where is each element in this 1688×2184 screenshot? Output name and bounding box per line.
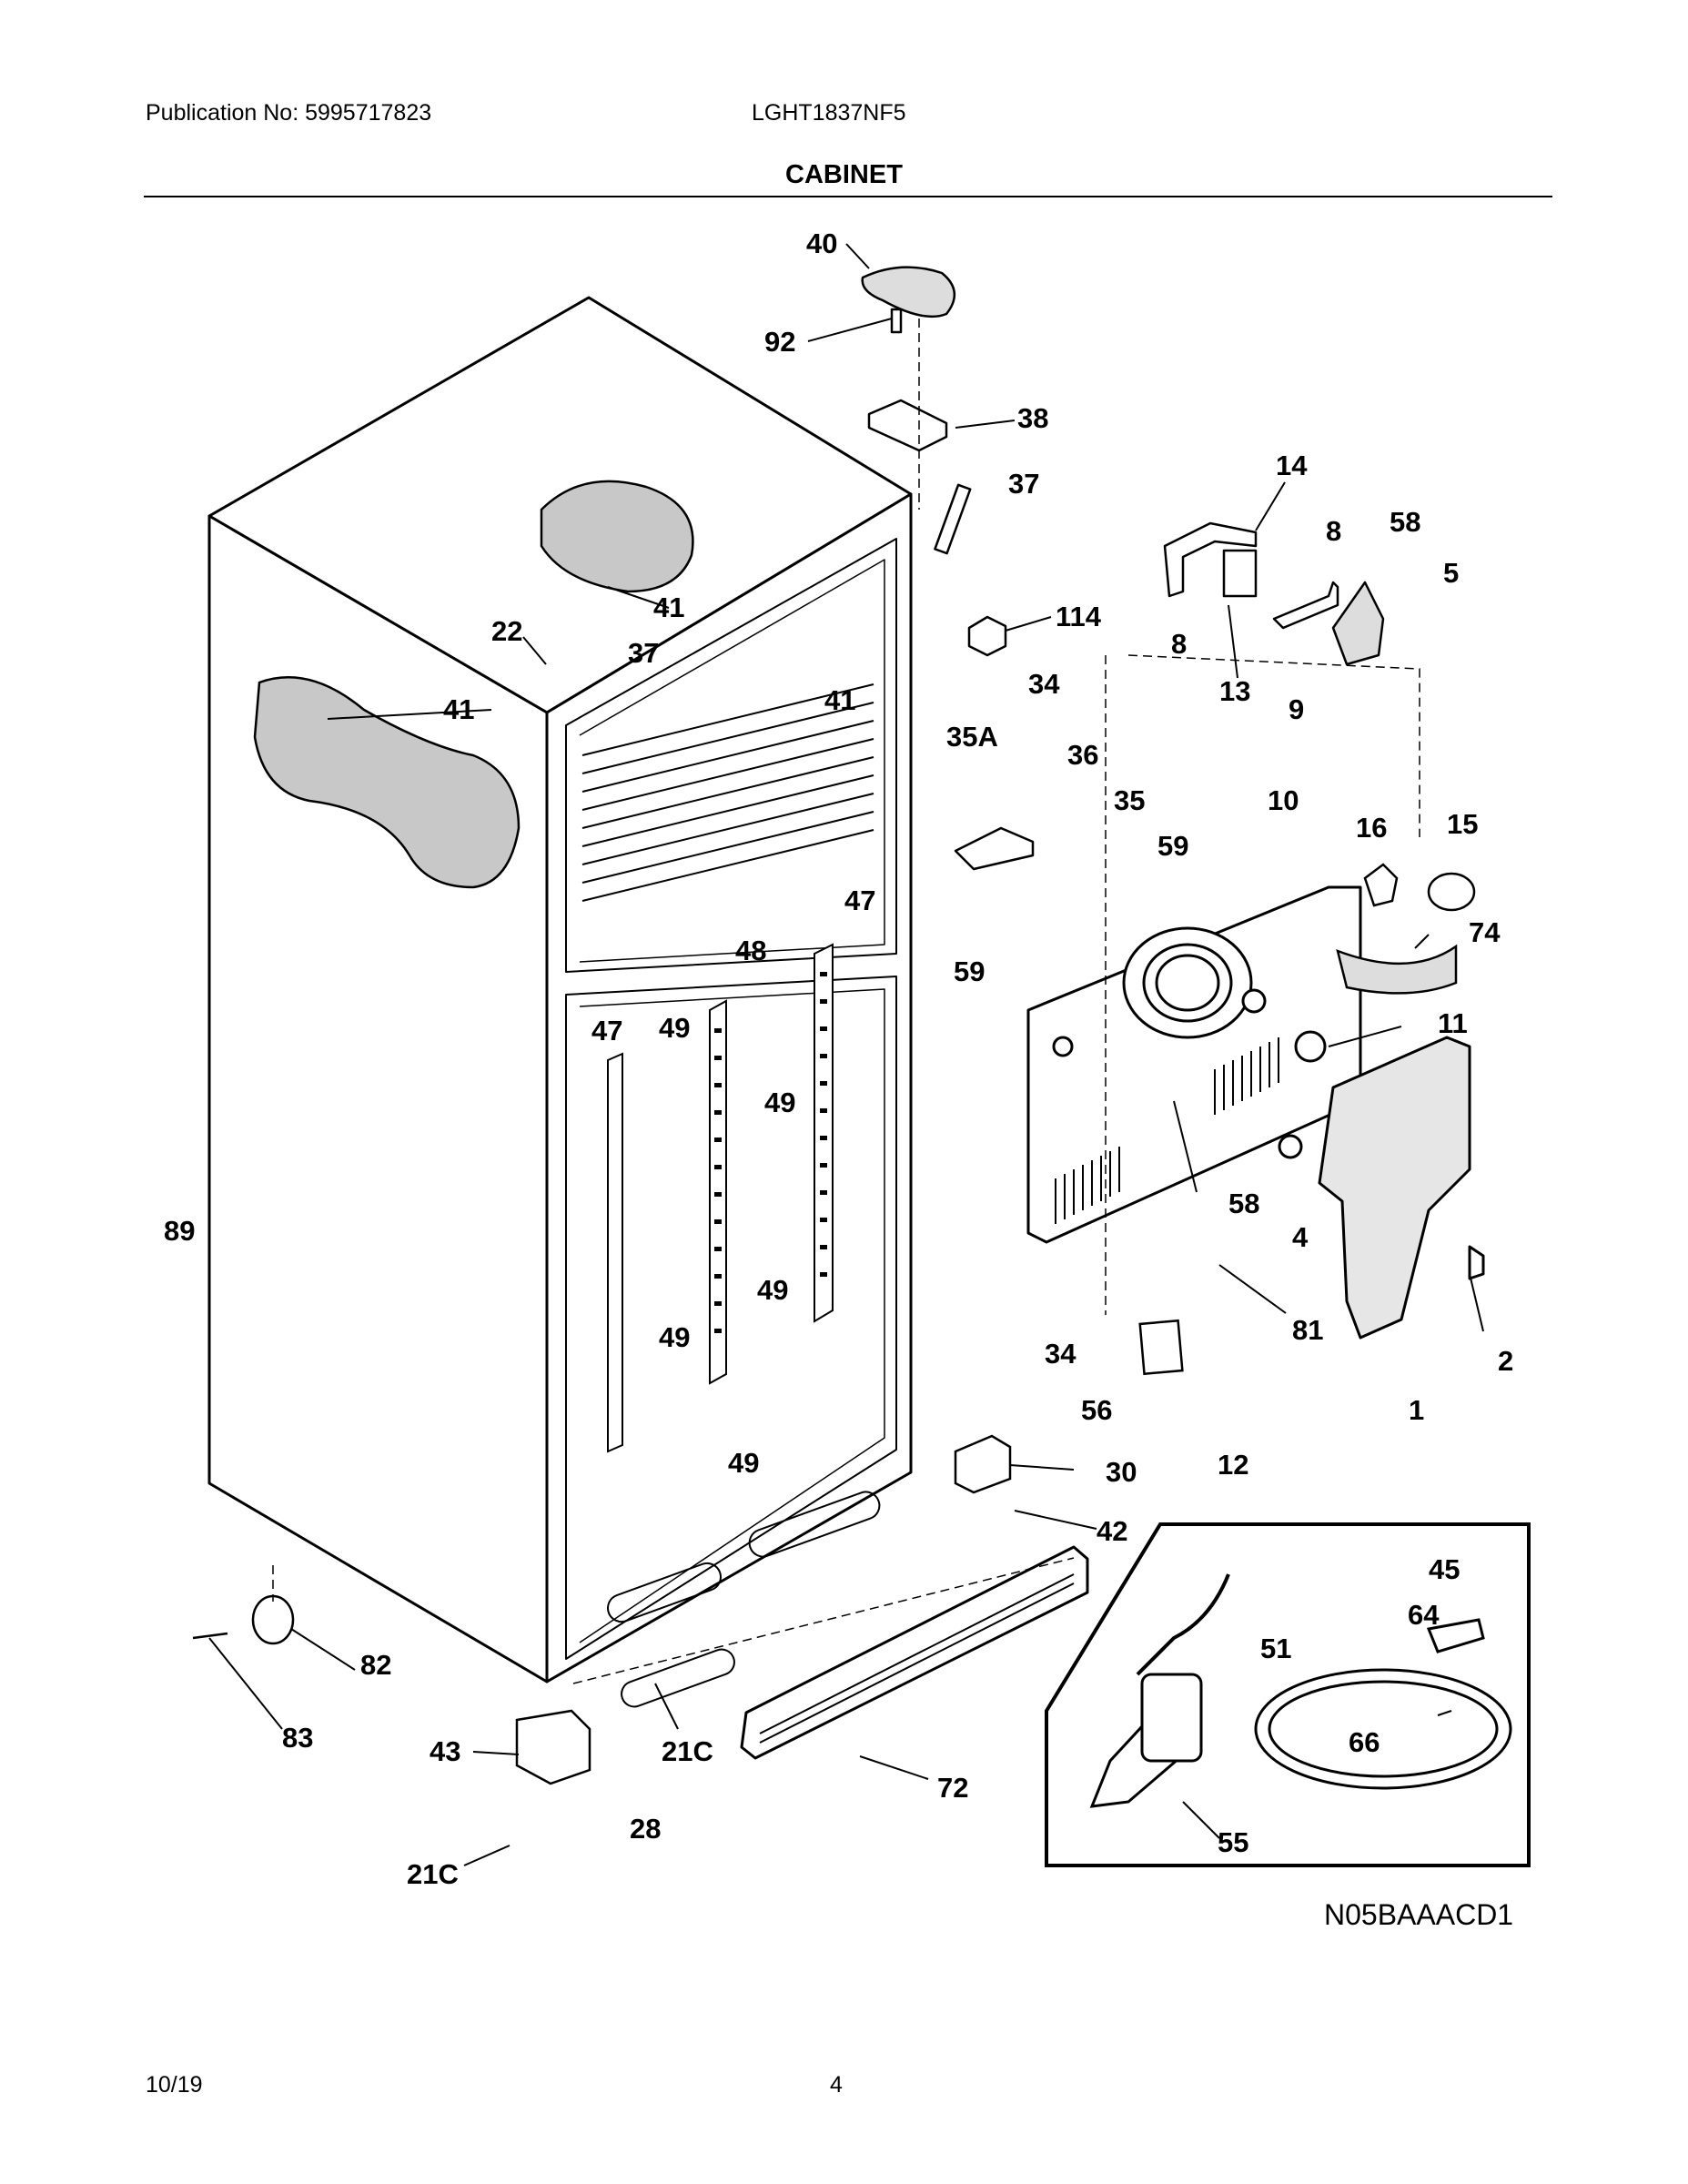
- part-label: 43: [430, 1735, 460, 1767]
- part-label: 41: [824, 684, 855, 716]
- part-label: 49: [728, 1447, 759, 1479]
- model-number: LGHT1837NF5: [752, 100, 906, 126]
- part-label: 49: [659, 1321, 690, 1353]
- evaporator-cover: [1278, 1030, 1485, 1340]
- part-label: 41: [443, 693, 474, 725]
- part-label: 34: [1028, 668, 1060, 700]
- part-labels: 40 92 38 37 14 8 58 5 41 22 37 41 114 8 …: [164, 228, 1513, 1890]
- part-label: 89: [164, 1215, 195, 1247]
- cabinet-vents: [607, 1491, 881, 1708]
- part-label: 58: [1228, 1188, 1259, 1219]
- part-label: 41: [653, 592, 684, 623]
- part-label: 14: [1276, 450, 1308, 481]
- part-label: 74: [1469, 916, 1501, 948]
- part-label: 10: [1268, 784, 1299, 816]
- part-label: 1: [1409, 1394, 1424, 1426]
- light-parts: [1138, 863, 1476, 1376]
- part-label: 12: [1218, 1449, 1248, 1481]
- part-label: 64: [1408, 1599, 1440, 1631]
- part-label: 48: [735, 935, 766, 966]
- part-label: 15: [1447, 808, 1478, 840]
- part-label: 58: [1390, 506, 1420, 538]
- part-label: 28: [630, 1813, 661, 1845]
- part-label: 49: [764, 1087, 795, 1118]
- front-grille: [740, 1545, 1089, 1760]
- top-hinge-parts: [861, 266, 1035, 871]
- bottom-hinge: [954, 1434, 1012, 1494]
- part-label: 49: [757, 1274, 788, 1306]
- part-label: 2: [1498, 1345, 1513, 1377]
- shelf-support-slots: [714, 972, 827, 1333]
- part-label: 49: [659, 1012, 690, 1044]
- part-label: 11: [1438, 1007, 1468, 1039]
- part-label: 35A: [946, 721, 998, 753]
- part-label: 5: [1443, 557, 1459, 589]
- part-label: 37: [628, 637, 659, 669]
- part-label: 40: [806, 228, 837, 259]
- page-title: CABINET: [785, 160, 903, 189]
- part-label: 38: [1017, 402, 1048, 434]
- part-label: 45: [1429, 1553, 1460, 1585]
- part-label: 81: [1292, 1314, 1323, 1346]
- ice-maker-inset: [1045, 1522, 1531, 1867]
- part-label: 51: [1260, 1633, 1291, 1664]
- part-label: 8: [1326, 515, 1341, 547]
- part-label: 9: [1289, 693, 1304, 725]
- fan-motor-assembly: [1163, 521, 1385, 666]
- rear-panel-vents: [1055, 1037, 1279, 1224]
- part-label: 22: [491, 615, 522, 647]
- insulation-pads: [253, 480, 694, 889]
- page-number: 4: [830, 2072, 843, 2098]
- part-label: 55: [1218, 1826, 1248, 1858]
- part-label: 72: [937, 1772, 968, 1804]
- publication-number: Publication No: 5995717823: [146, 100, 432, 126]
- part-label: 21C: [407, 1858, 459, 1890]
- part-label: 82: [360, 1649, 391, 1681]
- freezer-ribs: [581, 683, 874, 902]
- part-label: 30: [1106, 1456, 1137, 1488]
- part-label: 59: [954, 956, 985, 987]
- part-label: 47: [591, 1015, 622, 1046]
- leader-lines: [208, 243, 1484, 1866]
- part-label: 59: [1157, 830, 1188, 862]
- rear-panel: [1026, 885, 1362, 1244]
- part-label: 56: [1081, 1394, 1112, 1426]
- revision-date: 10/19: [146, 2072, 203, 2098]
- part-label: 47: [844, 885, 875, 916]
- part-label: 114: [1056, 601, 1102, 632]
- part-label: 42: [1097, 1515, 1127, 1547]
- part-label: 13: [1219, 675, 1250, 707]
- part-label: 34: [1045, 1338, 1076, 1370]
- drawing-code: N05BAAACD1: [1324, 1898, 1514, 1931]
- part-label: 83: [282, 1722, 313, 1754]
- part-label: 8: [1171, 628, 1187, 660]
- part-label: 66: [1349, 1726, 1380, 1758]
- title-divider: [144, 196, 1552, 197]
- assembly-lines: [272, 318, 1420, 1684]
- part-label: 21C: [662, 1735, 713, 1767]
- part-label: 16: [1356, 812, 1387, 844]
- part-label: 36: [1067, 739, 1098, 771]
- part-label: 37: [1008, 468, 1039, 500]
- leg-and-damper: [192, 1594, 591, 1785]
- part-label: 92: [764, 326, 795, 358]
- part-label: 4: [1292, 1221, 1309, 1253]
- part-label: 35: [1114, 784, 1145, 816]
